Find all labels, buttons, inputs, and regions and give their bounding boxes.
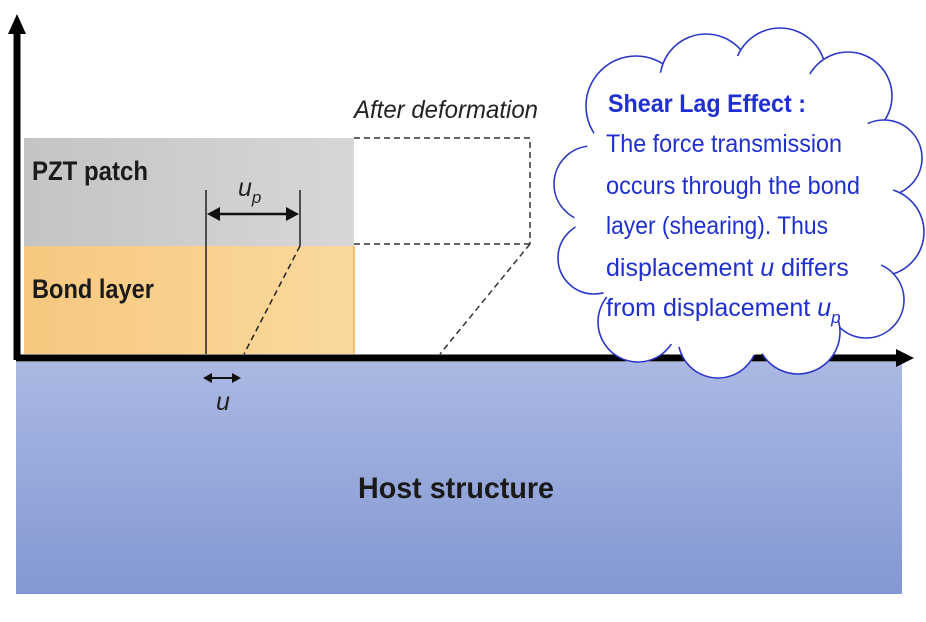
shear-deformation-line bbox=[243, 245, 301, 355]
callout-title: Shear Lag Effect : bbox=[608, 90, 806, 118]
bond-layer-block bbox=[24, 246, 354, 354]
host-structure-block bbox=[16, 362, 902, 594]
callout-line-4: displacement u differs bbox=[606, 254, 849, 282]
bond-layer-label: Bond layer bbox=[32, 274, 154, 304]
u-symbol: u bbox=[216, 388, 230, 416]
callout-line-2: occurs through the bond bbox=[606, 172, 860, 200]
shear-lag-callout-cloud bbox=[553, 27, 925, 379]
vertical-axis-arrowhead bbox=[8, 14, 26, 34]
horizontal-axis-arrowhead bbox=[896, 349, 914, 367]
after-deformation-label: After deformation bbox=[352, 96, 538, 124]
callout-line-3: layer (shearing). Thus bbox=[606, 212, 828, 240]
callout-line-1: The force transmission bbox=[606, 130, 842, 158]
callout-line-5: from displacement up bbox=[606, 294, 841, 327]
pzt-patch-block bbox=[24, 138, 354, 246]
u-dimension-arrow bbox=[203, 373, 241, 383]
pzt-patch-label: PZT patch bbox=[32, 156, 148, 186]
deformed-pzt-outline bbox=[354, 137, 531, 244]
host-structure-label: Host structure bbox=[358, 472, 554, 505]
deformed-bond-edge bbox=[439, 243, 531, 355]
up-dimension-arrow bbox=[207, 207, 299, 221]
up-symbol: up bbox=[238, 174, 261, 207]
